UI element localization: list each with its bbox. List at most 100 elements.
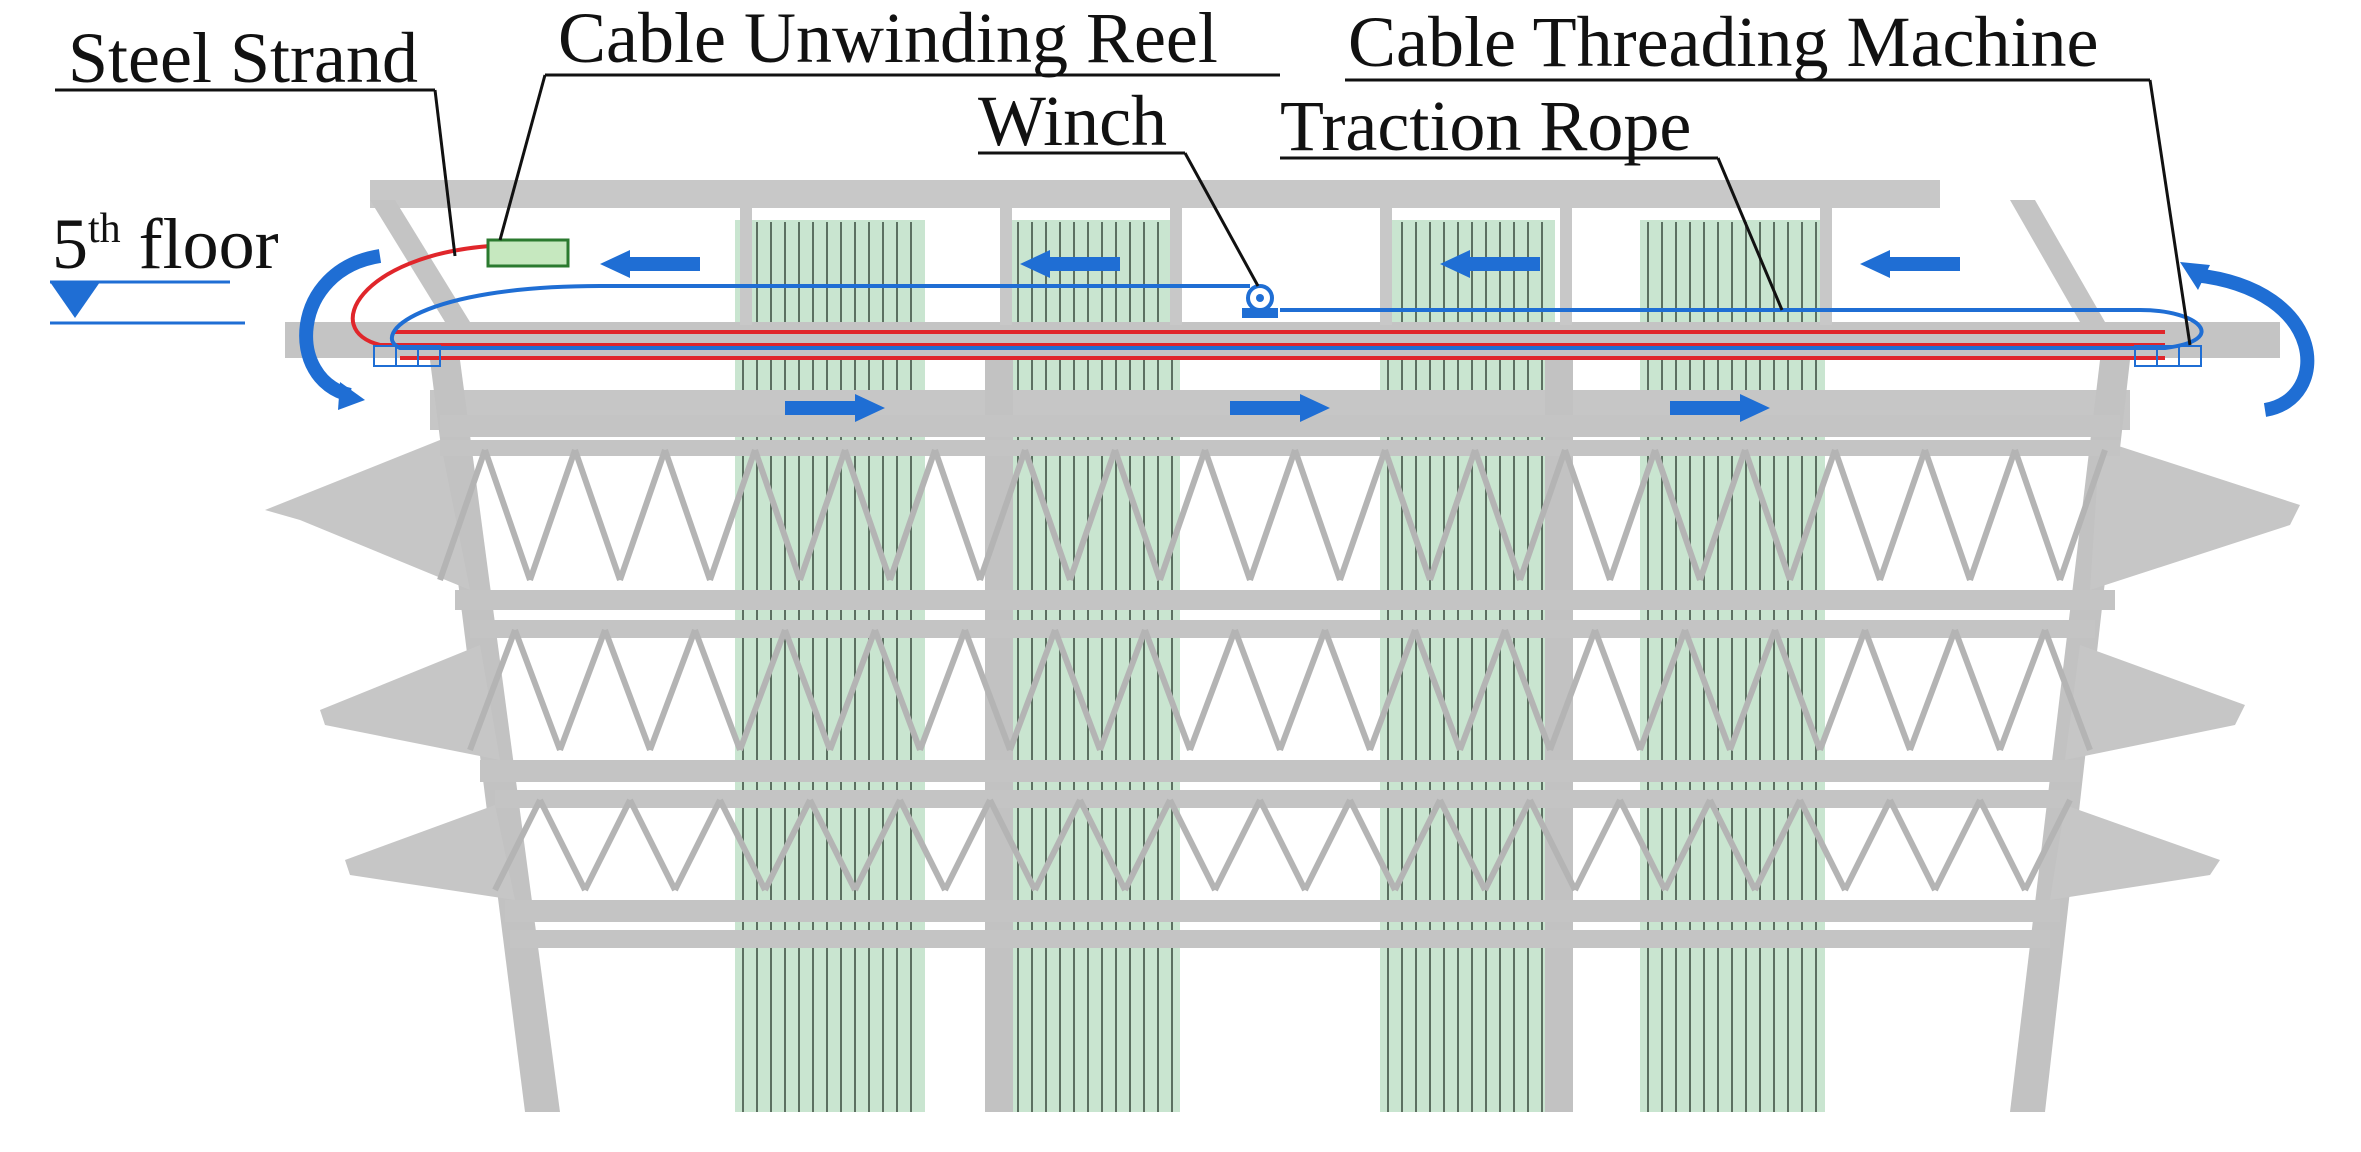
leader-lines [55, 73, 2192, 346]
roof-deck [285, 322, 2280, 358]
label-winch: Winch [978, 81, 1167, 161]
cable-threading-machine-icon [2134, 345, 2202, 367]
truss-diagonal [942, 798, 993, 892]
glass-mullions [742, 222, 1817, 1112]
truss-diagonal [1302, 798, 1353, 892]
arrow-icon [1860, 250, 1960, 278]
roof-posts [740, 200, 1832, 325]
truss-diagonal [1052, 628, 1103, 752]
roof-post [1560, 200, 1572, 325]
truss-diagonal [537, 798, 588, 892]
truss-diagonal [1482, 798, 1533, 892]
steel-structure [265, 180, 2300, 1112]
truss-diagonal [797, 449, 848, 581]
steel-strands [350, 244, 2165, 360]
truss-diagonal [707, 449, 758, 581]
truss-diagonal [827, 628, 878, 752]
truss-diagonal [1547, 628, 1598, 752]
glass-panel-3 [1380, 220, 1555, 1112]
truss-diagonal [887, 449, 938, 581]
arrow-icon [600, 250, 700, 278]
truss-diagonal [1742, 449, 1793, 581]
truss-diagonal [1862, 628, 1913, 752]
truss-diagonal [467, 628, 518, 752]
truss-diagonal [572, 449, 623, 581]
truss-diagonal [1022, 449, 1073, 581]
truss-diagonal [1752, 798, 1803, 892]
truss-diagonal [932, 449, 983, 581]
truss-diagonal [1382, 449, 1433, 581]
truss-diagonal [602, 628, 653, 752]
roof-post [1000, 200, 1012, 325]
turn-arrow-right [2180, 262, 2315, 417]
truss-diagonal [1697, 449, 1748, 581]
truss-diagonals [437, 449, 2108, 892]
truss-diagonal [692, 628, 743, 752]
cantilever-right-2 [2065, 645, 2245, 760]
truss-diagonal [1427, 449, 1478, 581]
truss-diagonal [842, 449, 893, 581]
glass-panel-1 [735, 220, 925, 1112]
turn-arrow-left [299, 249, 382, 410]
truss-diagonal [872, 628, 923, 752]
truss-diagonal [617, 449, 668, 581]
truss-diagonal [917, 628, 968, 752]
cantilever-left-2 [320, 645, 500, 760]
truss-diagonal [1787, 449, 1838, 581]
truss-diagonal [672, 798, 723, 892]
truss-diagonal [1952, 628, 2003, 752]
arrow-icon [1230, 394, 1330, 422]
label-steel-strand: Steel Strand [68, 18, 418, 98]
arrow-icon [1440, 250, 1540, 278]
truss-diagonal [662, 449, 713, 581]
truss-diagonal [582, 798, 633, 892]
truss-diagonal [1797, 798, 1848, 892]
cantilever-left-1 [265, 440, 470, 590]
truss-diagonal [1202, 449, 1253, 581]
truss-diagonal [1472, 449, 1523, 581]
label-traction-rope: Traction Rope [1280, 86, 1691, 166]
floor-beam [480, 760, 2080, 782]
truss-diagonal [852, 798, 903, 892]
glass-curtain-walls [735, 220, 1825, 1112]
truss-diagonal [1662, 798, 1713, 892]
truss-diagonal [1457, 628, 1508, 752]
truss-diagonal [1007, 628, 1058, 752]
truss-diagonal [1637, 628, 1688, 752]
truss-diagonal [737, 628, 788, 752]
truss-diagonal [1682, 628, 1733, 752]
truss-diagonal [1112, 449, 1163, 581]
truss-diagonal [1967, 449, 2018, 581]
truss-diagonal [1322, 628, 1373, 752]
truss-diagonal [987, 798, 1038, 892]
truss-diagonal [1337, 449, 1388, 581]
floor-beam [440, 440, 2120, 456]
truss-diagonal [1932, 798, 1983, 892]
truss-diagonal [512, 628, 563, 752]
truss-diagonal [1157, 449, 1208, 581]
arrow-icon [1670, 394, 1770, 422]
truss-diagonal [1707, 798, 1758, 892]
truss-diagonal [2012, 449, 2063, 581]
arrow-icon [785, 394, 885, 422]
truss-diagonal [1257, 798, 1308, 892]
winch-icon [1242, 284, 1278, 318]
truss-diagonal [1842, 798, 1893, 892]
floor-beam [440, 415, 2120, 437]
triangle-down-icon [50, 282, 100, 318]
floor-beam [455, 590, 2115, 610]
roof-post [1820, 200, 1832, 325]
truss-diagonal [1607, 449, 1658, 581]
truss-diagonal [1122, 798, 1173, 892]
floor-number: 5 [52, 204, 88, 284]
truss-diagonal [1517, 449, 1568, 581]
truss-diagonal [1907, 628, 1958, 752]
truss-diagonal [1527, 798, 1578, 892]
roof-post [740, 200, 752, 325]
level-marker [50, 280, 245, 325]
truss-diagonal [527, 449, 578, 581]
cantilever-left-3 [345, 805, 515, 900]
truss-diagonal [1167, 798, 1218, 892]
truss-diagonal [1727, 628, 1778, 752]
